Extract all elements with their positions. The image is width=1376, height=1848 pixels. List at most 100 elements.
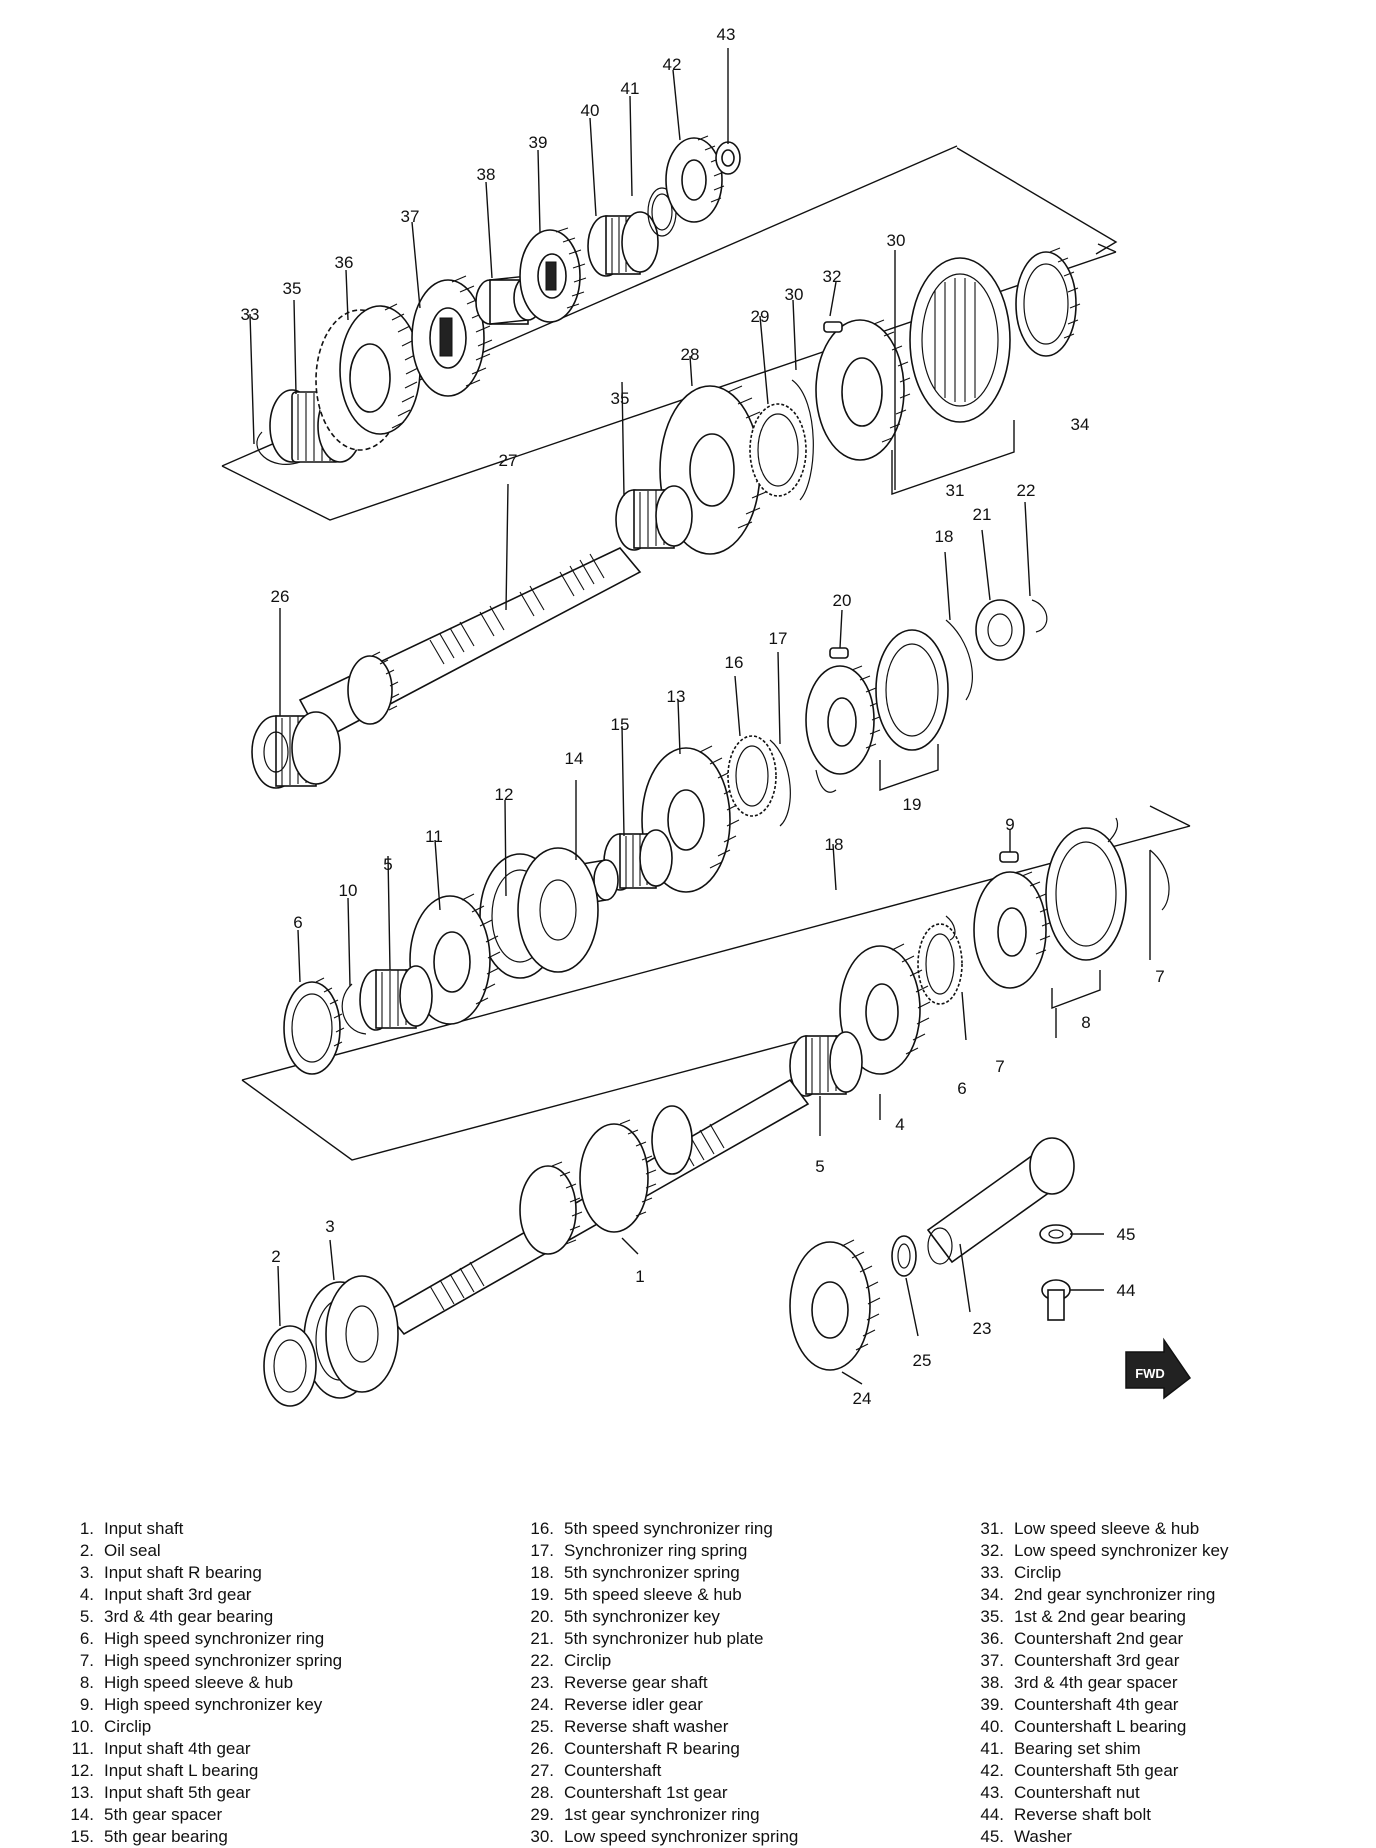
callout-18-upper: 18 bbox=[935, 527, 954, 546]
callout-6-lower: 6 bbox=[957, 1079, 966, 1098]
callout-45: 45 bbox=[1117, 1225, 1136, 1244]
callout-4: 4 bbox=[895, 1115, 904, 1134]
legend-item-number: 45. bbox=[980, 1827, 1004, 1846]
legend-item: 7.High speed synchronizer spring bbox=[60, 1650, 342, 1672]
callout-21: 21 bbox=[973, 505, 992, 524]
legend-item-number: 14. bbox=[70, 1805, 94, 1824]
legend-item-text: Synchronizer ring spring bbox=[564, 1541, 748, 1560]
legend-item-text: 5th synchronizer hub plate bbox=[564, 1629, 764, 1648]
legend-item-number: 18. bbox=[530, 1563, 554, 1582]
legend-item-number: 42. bbox=[980, 1761, 1004, 1780]
legend-item-text: High speed synchronizer ring bbox=[104, 1629, 325, 1648]
legend-item: 43.Countershaft nut bbox=[970, 1782, 1229, 1804]
part-7-spring-a bbox=[945, 915, 956, 941]
callout-11: 11 bbox=[425, 827, 443, 846]
legend-item-text: 1st gear synchronizer ring bbox=[564, 1805, 760, 1824]
callout-10: 10 bbox=[339, 881, 358, 900]
part-5-bearing-upper bbox=[359, 965, 433, 1031]
legend-item: 22.Circlip bbox=[520, 1650, 798, 1672]
legend-item: 36. Countershaft 2nd gear bbox=[970, 1628, 1229, 1650]
part-34-synchronizer-ring bbox=[1015, 247, 1081, 357]
legend-item-number: 36. bbox=[980, 1629, 1004, 1648]
callout-24: 24 bbox=[853, 1389, 872, 1408]
part-6-synchronizer-ring-a bbox=[283, 977, 345, 1075]
legend-item: 5.3rd & 4th gear bearing bbox=[60, 1606, 342, 1628]
middle-assembly-frame bbox=[241, 805, 1191, 1161]
legend-item: 32.Low speed synchronizer key bbox=[970, 1540, 1228, 1562]
callout-44: 44 bbox=[1117, 1281, 1136, 1300]
part-24-reverse-idler-gear bbox=[789, 1239, 881, 1371]
legend-item-number: 9. bbox=[79, 1695, 94, 1714]
legend-item-text: Input shaft bbox=[104, 1519, 184, 1538]
legend-item-text: Circlip bbox=[564, 1651, 612, 1670]
callout-26: 26 bbox=[271, 587, 290, 606]
legend-item: 17.Synchronizer ring spring bbox=[520, 1540, 798, 1562]
legend-item: 20.5th synchronizer key bbox=[520, 1606, 798, 1628]
legend-item-number: 31. bbox=[980, 1519, 1004, 1538]
legend-item-number: 8. bbox=[79, 1673, 94, 1692]
callout-25: 25 bbox=[913, 1351, 932, 1370]
legend-item-text: High speed synchronizer key bbox=[104, 1695, 323, 1714]
legend-item: 11.Input shaft 4th gear bbox=[60, 1738, 342, 1760]
legend-item-text: Countershaft 1st gear bbox=[564, 1783, 728, 1802]
legend-item: 28. Countershaft 1st gear bbox=[520, 1782, 798, 1804]
legend-item: 16. 5th speed synchronizer ring bbox=[520, 1518, 798, 1540]
top-assembly-frame bbox=[956, 147, 1118, 255]
legend-item: 30.Low speed synchronizer spring bbox=[520, 1826, 798, 1848]
legend-item-number: 13. bbox=[70, 1783, 94, 1802]
legend-item-number: 26. bbox=[530, 1739, 554, 1758]
part-36-countershaft-2nd-gear bbox=[315, 303, 421, 451]
part-4-input-shaft-3rd-gear bbox=[839, 943, 931, 1075]
legend-item-number: 29. bbox=[530, 1805, 554, 1824]
callout-39: 39 bbox=[529, 133, 548, 152]
part-10-circlip bbox=[341, 983, 367, 1035]
legend-item-text: Low speed sleeve & hub bbox=[1014, 1519, 1200, 1538]
legend-item-number: 5. bbox=[79, 1607, 94, 1626]
legend-item: 2.Oil seal bbox=[60, 1540, 342, 1562]
legend-item-number: 28. bbox=[530, 1783, 554, 1802]
legend-item: 18.5th synchronizer spring bbox=[520, 1562, 798, 1584]
callout-27: 27 bbox=[499, 451, 518, 470]
callout-43: 43 bbox=[717, 25, 736, 44]
legend-item-text: Countershaft bbox=[564, 1761, 662, 1780]
callout-29: 29 bbox=[751, 307, 770, 326]
callout-5-lower: 5 bbox=[815, 1157, 824, 1176]
legend-item-text: High speed sleeve & hub bbox=[104, 1673, 294, 1692]
legend-item-text: Oil seal bbox=[104, 1541, 161, 1560]
legend-item-text: 5th synchronizer key bbox=[564, 1607, 720, 1626]
part-27-countershaft bbox=[298, 547, 642, 742]
callout-leaders bbox=[249, 48, 1151, 1385]
callout-23: 23 bbox=[973, 1319, 992, 1338]
legend-item: 33.Circlip bbox=[970, 1562, 1229, 1584]
legend-item: 44.Reverse shaft bolt bbox=[970, 1804, 1229, 1826]
legend-item-number: 35. bbox=[980, 1607, 1004, 1626]
legend-item-number: 6. bbox=[79, 1629, 94, 1648]
callout-37: 37 bbox=[401, 207, 420, 226]
legend-item-number: 10. bbox=[70, 1717, 94, 1736]
legend-item-number: 33. bbox=[980, 1563, 1004, 1582]
legend-item: 38.3rd & 4th gear spacer bbox=[970, 1672, 1229, 1694]
callout-3: 3 bbox=[325, 1217, 334, 1236]
legend-item: 27.Countershaft bbox=[520, 1760, 798, 1782]
legend-item-number: 25. bbox=[530, 1717, 554, 1736]
legend-item-text: 3rd & 4th gear spacer bbox=[1014, 1673, 1178, 1692]
part-21-hub-plate bbox=[975, 599, 1025, 661]
legend-item-number: 16. bbox=[530, 1519, 554, 1538]
legend-item: 12.Input shaft L bearing bbox=[60, 1760, 342, 1782]
callout-17: 17 bbox=[769, 629, 788, 648]
callout-5-upper: 5 bbox=[383, 855, 392, 874]
callout-6-upper: 6 bbox=[293, 913, 302, 932]
callout-7-lower: 7 bbox=[995, 1057, 1004, 1076]
legend-item-text: 5th speed synchronizer ring bbox=[564, 1519, 773, 1538]
legend-item-number: 30. bbox=[530, 1827, 554, 1846]
legend-column-3: 31. Low speed sleeve & hub 32.Low speed sy… bbox=[970, 1518, 1229, 1848]
legend-item-text: 5th speed sleeve & hub bbox=[564, 1585, 742, 1604]
legend-item-text: Countershaft nut bbox=[1014, 1783, 1140, 1802]
legend-item-number: 11. bbox=[71, 1739, 94, 1758]
part-26-countershaft-r-bearing bbox=[251, 711, 341, 789]
legend-item-number: 39. bbox=[980, 1695, 1004, 1714]
part-31-low-speed-sleeve-hub bbox=[815, 257, 1015, 495]
legend-item: 9. High speed synchronizer key bbox=[60, 1694, 342, 1716]
legend-item-text: Countershaft 2nd gear bbox=[1014, 1629, 1184, 1648]
